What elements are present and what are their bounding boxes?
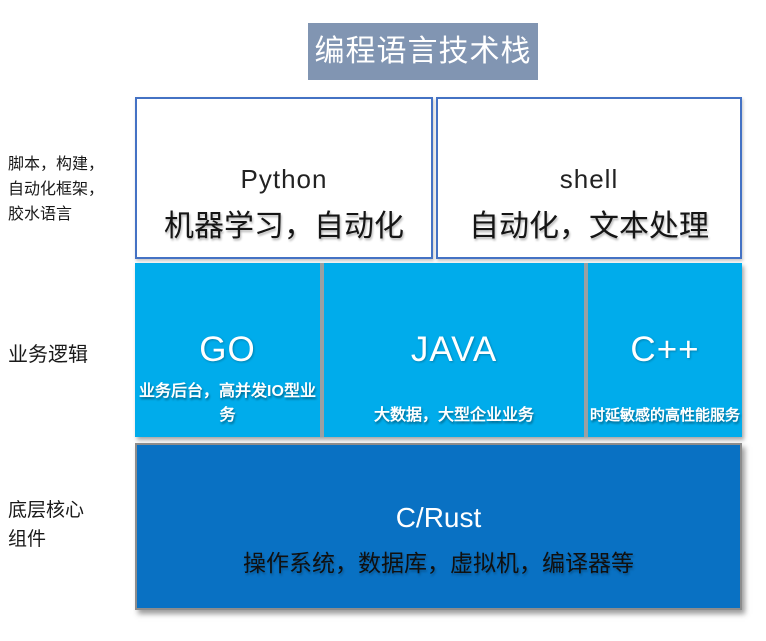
business-logic-row: GO 业务后台，高并发IO型业务 JAVA 大数据，大型企业业务 C++ 时延敏… bbox=[135, 263, 742, 437]
cpp-cell: C++ 时延敏感的高性能服务 bbox=[588, 263, 742, 437]
java-cell: JAVA 大数据，大型企业业务 bbox=[324, 263, 584, 437]
scripting-layer-row: Python 机器学习，自动化 shell 自动化，文本处理 bbox=[135, 97, 742, 259]
side-label-core-components: 底层核心 组件 bbox=[8, 500, 85, 550]
shell-cell: shell 自动化，文本处理 bbox=[436, 97, 742, 259]
python-desc: 机器学习，自动化 bbox=[164, 210, 404, 243]
side-label-business-logic: 业务逻辑 bbox=[8, 344, 88, 366]
go-desc: 业务后台，高并发IO型业务 bbox=[139, 383, 316, 424]
c-rust-cell: C/Rust 操作系统，数据库，虚拟机，编译器等 bbox=[135, 443, 742, 610]
python-label: Python bbox=[240, 164, 328, 194]
side-label-scripting: 脚本，构建， 自动化框架， 胶水语言 bbox=[8, 156, 105, 223]
shell-label: shell bbox=[559, 164, 619, 194]
python-cell: Python 机器学习，自动化 bbox=[135, 97, 433, 259]
c-rust-desc: 操作系统，数据库，虚拟机，编译器等 bbox=[243, 549, 634, 576]
java-desc: 大数据，大型企业业务 bbox=[373, 407, 534, 424]
java-label: JAVA bbox=[410, 330, 498, 369]
go-cell: GO 业务后台，高并发IO型业务 bbox=[135, 263, 320, 437]
shell-desc: 自动化，文本处理 bbox=[469, 210, 709, 243]
diagram-title: 编程语言技术栈 bbox=[308, 23, 538, 80]
go-label: GO bbox=[199, 330, 256, 369]
cpp-desc: 时延敏感的高性能服务 bbox=[589, 407, 740, 424]
cpp-label: C++ bbox=[630, 330, 700, 369]
c-rust-label: C/Rust bbox=[395, 501, 482, 533]
core-components-row: C/Rust 操作系统，数据库，虚拟机，编译器等 bbox=[135, 443, 742, 610]
